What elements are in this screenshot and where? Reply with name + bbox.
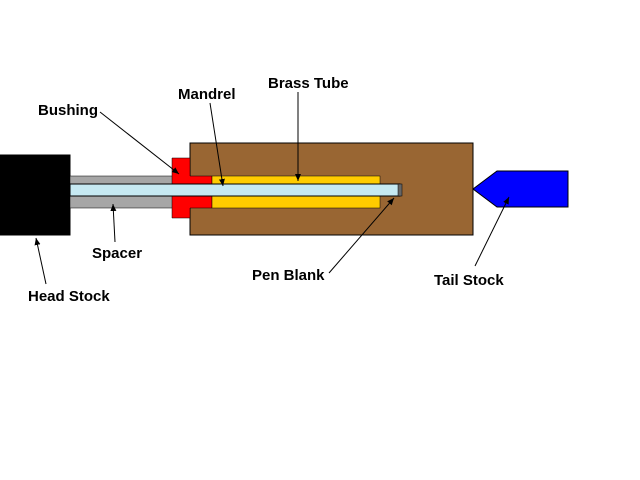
mandrel-label: Mandrel [178, 86, 236, 103]
pen-blank-leader [328, 197, 395, 274]
pen-blank-label: Pen Blank [252, 267, 325, 284]
brass-tube-label: Brass Tube [268, 75, 349, 92]
head-stock-leader [34, 237, 47, 285]
tail-stock-label: Tail Stock [434, 272, 504, 289]
mandrel-leader [209, 102, 225, 187]
spacer-leader [110, 203, 117, 243]
mandrel-tip [397, 183, 403, 197]
spacer-label: Spacer [92, 245, 142, 262]
bushing-label: Bushing [38, 102, 98, 119]
head-stock-label: Head Stock [28, 288, 110, 305]
mandrel-rod [69, 183, 401, 197]
tail-stock-point [472, 170, 569, 208]
head-stock-block [0, 154, 71, 236]
tail-stock-leader [474, 196, 510, 267]
bushing-leader [99, 111, 180, 175]
